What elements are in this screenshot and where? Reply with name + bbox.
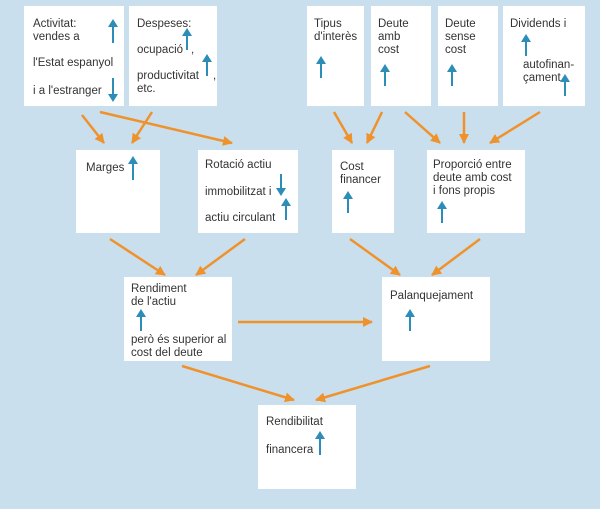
arrow-rotacio-rendiment	[195, 237, 246, 277]
marges-label: Marges	[86, 162, 125, 174]
up-arrow-icon	[447, 64, 457, 86]
up-arrow-icon	[316, 56, 326, 78]
up-arrow-icon	[343, 191, 353, 213]
despeses-label: ,	[213, 70, 217, 82]
arrow-proporcio-palanquejament	[431, 238, 481, 276]
deute-sense-cost-label: Deute	[445, 18, 476, 30]
arrow-despeses-marges	[130, 111, 154, 144]
rotacio-label: actiu circulant	[205, 212, 276, 224]
arrow-dividends-proporcio	[489, 110, 541, 145]
activitat-label: i a l'estranger	[33, 85, 102, 97]
rotacio-box: Rotació actiu immobilitzat i actiu circu…	[198, 150, 298, 233]
dividends-box: Dividends i autofinan- çament	[503, 6, 585, 106]
up-arrow-icon	[405, 309, 415, 331]
despeses-label: ,	[191, 44, 195, 56]
despeses-box: Despeses: ocupació , productivitat , etc…	[129, 6, 217, 106]
cost-financer-box: Cost financer	[332, 150, 394, 233]
deute-amb-cost-label: amb	[378, 31, 401, 43]
arrow-tipus-cost	[332, 111, 354, 144]
dividends-label: autofinan-	[523, 59, 575, 71]
deute-sense-cost-box: Deute sense cost	[438, 6, 498, 106]
activitat-label: Activitat:	[33, 18, 77, 30]
despeses-label: etc.	[137, 83, 156, 95]
down-arrow-icon	[276, 174, 286, 196]
deute-sense-cost-label: cost	[445, 44, 467, 56]
dividends-label: çament	[523, 72, 561, 84]
deute-amb-cost-box: Deute amb cost	[371, 6, 431, 106]
up-arrow-icon	[521, 34, 531, 56]
down-arrow-icon	[108, 78, 118, 102]
up-arrow-icon	[108, 19, 118, 43]
activitat-label: l'Estat espanyol	[33, 57, 114, 69]
rotacio-label: immobilitzat i	[205, 186, 272, 198]
arrow-activitat-rotacio	[99, 110, 233, 146]
activitat-label: vendes a	[33, 31, 80, 43]
cost-financer-label: Cost	[340, 161, 364, 173]
arrow-marges-rendiment	[109, 237, 166, 277]
up-arrow-icon	[315, 431, 325, 455]
arrow-cost-palanquejament	[349, 237, 401, 277]
up-arrow-icon	[437, 201, 447, 223]
arrow-deuteamb-cost	[365, 111, 384, 144]
activitat-box: Activitat: vendes a l'Estat espanyol i a…	[24, 6, 124, 106]
up-arrow-icon	[560, 74, 570, 96]
up-arrow-icon	[128, 156, 138, 180]
up-arrow-icon	[281, 198, 291, 220]
arrow-activitat-marges	[81, 114, 105, 144]
rendiment-actiu-label: de l'actiu	[131, 296, 177, 308]
rendiment-actiu-box: Rendiment de l'actiu però és superior al…	[124, 277, 232, 361]
rendiment-actiu-label: Rendiment	[131, 283, 187, 295]
proporcio-label: i fons propis	[433, 185, 496, 197]
arrow-palanquejament-rendibilitat	[315, 364, 431, 403]
rendiment-actiu-label: cost del deute	[131, 347, 203, 359]
despeses-label: ocupació	[137, 44, 184, 56]
arrow-deuteamb-proporcio	[404, 111, 441, 144]
up-arrow-icon	[136, 309, 146, 331]
up-arrow-icon	[182, 28, 192, 50]
arrow-rendiment-rendibilitat	[181, 364, 295, 403]
up-arrow-icon	[202, 54, 212, 76]
rendibilitat-financera-box: Rendibilitat financera	[258, 405, 356, 489]
dividends-label: Dividends i	[510, 18, 567, 30]
rendibilitat-financera-label: Rendibilitat	[266, 416, 323, 428]
deute-amb-cost-label: cost	[378, 44, 400, 56]
up-arrow-icon	[380, 64, 390, 86]
despeses-label: Despeses:	[137, 18, 192, 30]
rendibilitat-financera-label: financera	[266, 444, 314, 456]
palanquejament-label: Palanquejament	[390, 290, 474, 302]
deute-sense-cost-label: sense	[445, 31, 476, 43]
rendiment-actiu-label: però és superior al	[131, 334, 227, 346]
proporcio-label: deute amb cost	[433, 172, 512, 184]
proporcio-box: Proporció entre deute amb cost i fons pr…	[427, 150, 525, 233]
marges-box: Marges	[76, 150, 160, 233]
despeses-label: productivitat	[137, 70, 200, 82]
tipus-interes-label: Tipus	[314, 18, 342, 30]
cost-financer-label: financer	[340, 174, 381, 186]
rotacio-label: Rotació actiu	[205, 159, 272, 171]
palanquejament-box: Palanquejament	[382, 277, 490, 361]
tipus-interes-label: d'interès	[314, 31, 358, 43]
proporcio-label: Proporció entre	[433, 159, 512, 171]
deute-amb-cost-label: Deute	[378, 18, 409, 30]
tipus-interes-box: Tipus d'interès	[307, 6, 364, 106]
